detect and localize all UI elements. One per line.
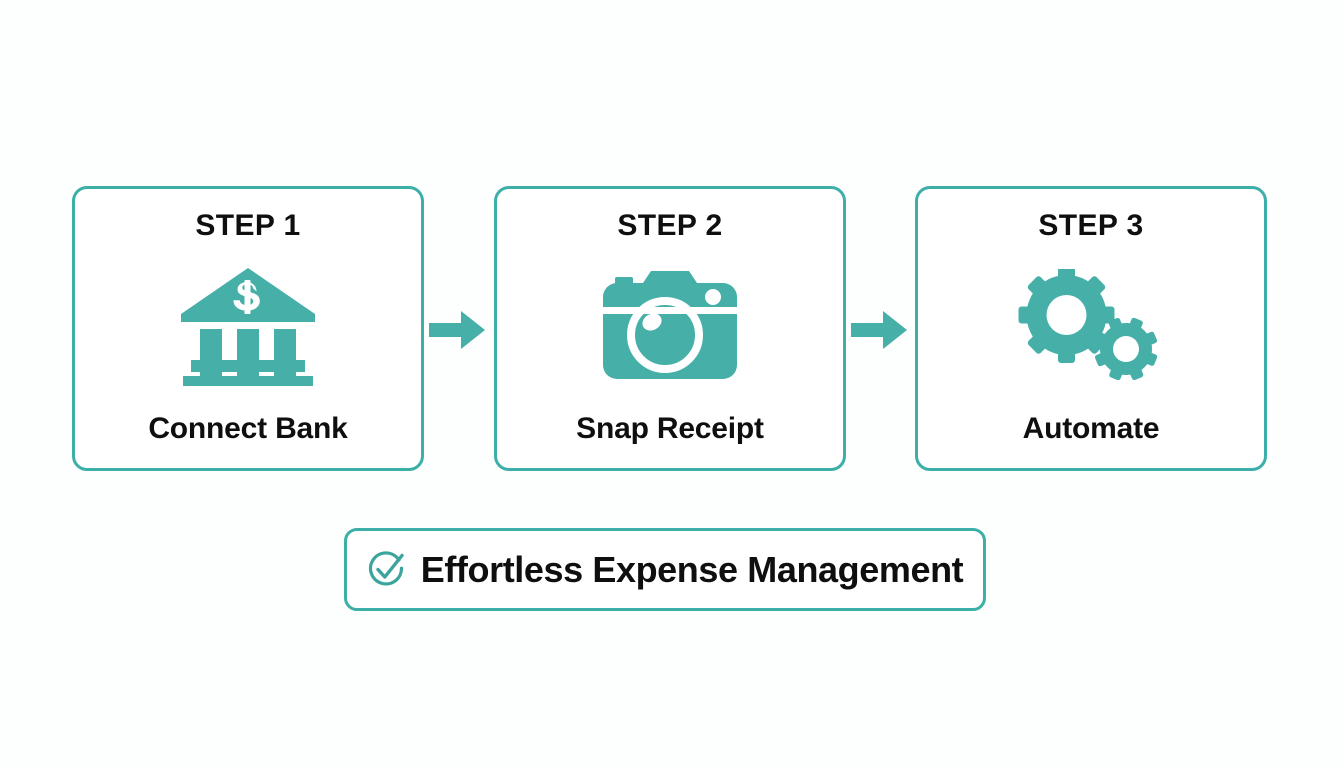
- step-card-automate[interactable]: STEP 3: [915, 186, 1267, 471]
- step-card-title: Connect Bank: [148, 412, 348, 445]
- step-card-step-label: STEP 2: [617, 209, 723, 242]
- step-card-title: Snap Receipt: [576, 412, 764, 445]
- gears-icon: [1018, 267, 1164, 386]
- summary-banner-text: Effortless Expense Management: [420, 548, 964, 590]
- step-card-connect-bank[interactable]: STEP 1: [72, 186, 424, 471]
- step-card-icon-wrap: [75, 241, 421, 414]
- step-card-icon-wrap: [918, 241, 1264, 414]
- step-card-step-label: STEP 1: [195, 209, 301, 242]
- step-card-title: Automate: [1022, 412, 1160, 445]
- step-card-step-label: STEP 3: [1038, 209, 1144, 242]
- arrow-right-icon-1: [429, 311, 485, 349]
- summary-banner[interactable]: Effortless Expense Management: [344, 528, 986, 611]
- arrow-right-icon-2: [851, 311, 907, 349]
- step-card-snap-receipt[interactable]: STEP 2 Snap Receipt: [494, 186, 846, 471]
- step-card-icon-wrap: [497, 241, 843, 414]
- bank-icon: [178, 264, 318, 391]
- camera-icon: [603, 269, 737, 386]
- check-circle-icon: [367, 550, 405, 589]
